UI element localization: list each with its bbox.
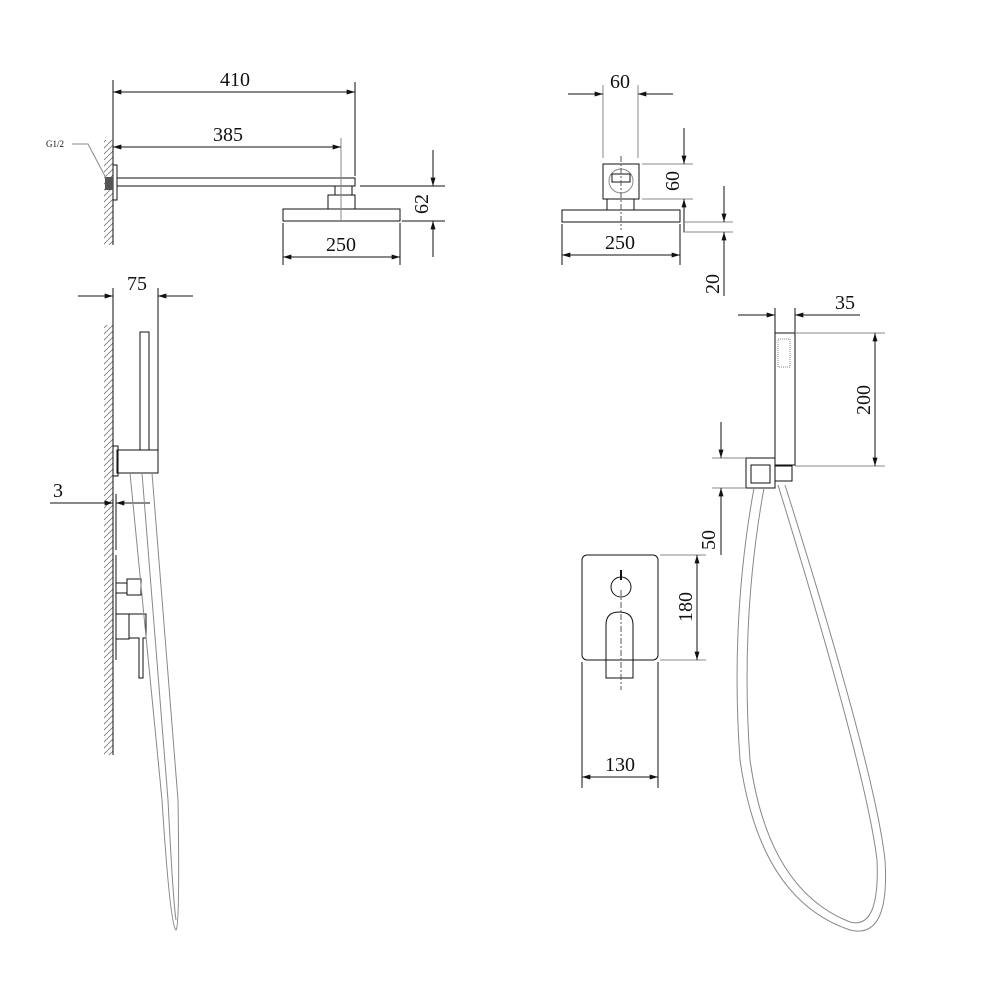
hose [746, 484, 878, 924]
diverter-knob [126, 578, 142, 596]
lever-base [115, 613, 130, 640]
dim-label-200: 200 [853, 385, 875, 415]
shower-arm-side-view: 410 385 250 62 G1/2 [46, 69, 445, 265]
dim-label-250: 250 [326, 234, 356, 256]
thread-label: G1/2 [46, 139, 64, 149]
dim-label-250: 250 [605, 232, 635, 254]
hand-shower [139, 331, 150, 451]
swivel-joint [334, 185, 353, 196]
shower-head-front-view: 60 250 60 20 [561, 71, 733, 296]
leader-line [72, 143, 107, 179]
dim-label-62: 62 [411, 194, 433, 214]
dim-label-60-width: 60 [610, 71, 630, 93]
dim-label-385: 385 [213, 124, 243, 146]
diverter-stem [115, 582, 128, 594]
mixer-lever [128, 613, 147, 679]
mixer-lever [605, 611, 634, 679]
dim-label-130: 130 [605, 754, 635, 776]
hose [129, 472, 180, 931]
wall-hatching [104, 140, 113, 245]
dim-label-180: 180 [675, 592, 697, 622]
dim-label-35: 35 [835, 292, 855, 314]
hose [141, 472, 177, 921]
dim-label-75: 75 [127, 273, 147, 295]
hand-shower-side-view: 75 3 [50, 273, 193, 931]
hand-shower [774, 332, 796, 466]
thread-connector [105, 177, 113, 190]
dim-label-3: 3 [53, 480, 63, 502]
dim-label-20: 20 [702, 274, 724, 294]
shower-arm [116, 177, 356, 187]
mixer-plate [581, 554, 659, 661]
holder-plate [112, 445, 119, 477]
holder [116, 449, 159, 474]
wall-hatching [104, 325, 113, 755]
hand-shower-front-view: 35 200 50 130 180 [581, 292, 887, 932]
dim-label-410: 410 [220, 69, 250, 91]
dim-label-60-height: 60 [662, 171, 684, 191]
hose [736, 484, 887, 932]
dim-label-50: 50 [698, 530, 720, 550]
holder-inner [750, 464, 771, 484]
escutcheon [112, 164, 118, 201]
hose-connector [774, 465, 793, 482]
spray-nozzles [777, 338, 791, 368]
